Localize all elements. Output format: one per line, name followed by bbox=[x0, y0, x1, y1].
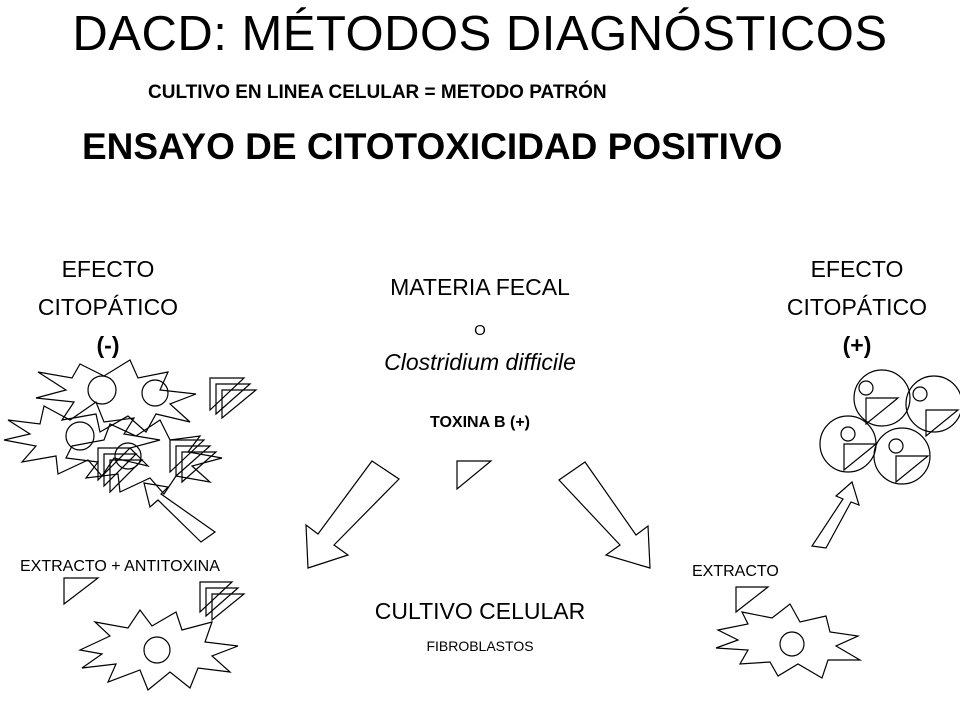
right-effect-line1: EFECTO bbox=[810, 256, 904, 282]
extract-toxin-icon bbox=[63, 577, 100, 606]
preserved-fibroblast-cluster bbox=[3, 359, 258, 495]
rounded-cells-cluster bbox=[819, 369, 960, 485]
left-effect-sign: (-) bbox=[96, 332, 120, 358]
arrow-up-right bbox=[810, 480, 860, 549]
arrow-down-left bbox=[305, 460, 400, 569]
positive-cytopathic-effect-label: EFECTO CITOPÁTICO (+) bbox=[757, 250, 957, 364]
sample-organism: Clostridium difficile bbox=[384, 349, 576, 375]
section-heading: ENSAYO DE CITOTOXICIDAD POSITIVO bbox=[82, 126, 783, 167]
right-extract-toxin-icon bbox=[735, 586, 770, 614]
normal-fibroblast-cell bbox=[78, 608, 239, 691]
subtitle: CULTIVO EN LINEA CELULAR = METODO PATRÓN bbox=[148, 82, 607, 103]
left-extract-label: EXTRACTO + ANTITOXINA bbox=[20, 558, 220, 575]
arrow-down-right bbox=[558, 461, 651, 569]
left-effect-line1: EFECTO bbox=[61, 256, 155, 282]
right-effect-sign: (+) bbox=[842, 332, 872, 358]
sample-connector: O bbox=[474, 322, 486, 339]
fibroblasts-label: FIBROBLASTOS bbox=[426, 638, 534, 654]
left-effect-line2: CITOPÁTICO bbox=[37, 294, 179, 320]
antitoxin-icon bbox=[199, 581, 246, 622]
page-title: DACD: MÉTODOS DIAGNÓSTICOS bbox=[72, 7, 888, 61]
toxin-label: TOXINA B (+) bbox=[429, 414, 530, 431]
arrow-up-left bbox=[143, 482, 217, 543]
cell-culture-label: CULTIVO CELULAR bbox=[374, 598, 586, 624]
sample-fecal-matter: MATERIA FECAL bbox=[390, 274, 570, 300]
negative-cytopathic-effect-label: EFECTO CITOPÁTICO (-) bbox=[8, 250, 208, 364]
right-extract-label: EXTRACTO bbox=[692, 563, 779, 580]
right-effect-line2: CITOPÁTICO bbox=[786, 294, 928, 320]
affected-fibroblast-cell bbox=[715, 603, 863, 679]
toxin-b-icon bbox=[456, 460, 493, 491]
